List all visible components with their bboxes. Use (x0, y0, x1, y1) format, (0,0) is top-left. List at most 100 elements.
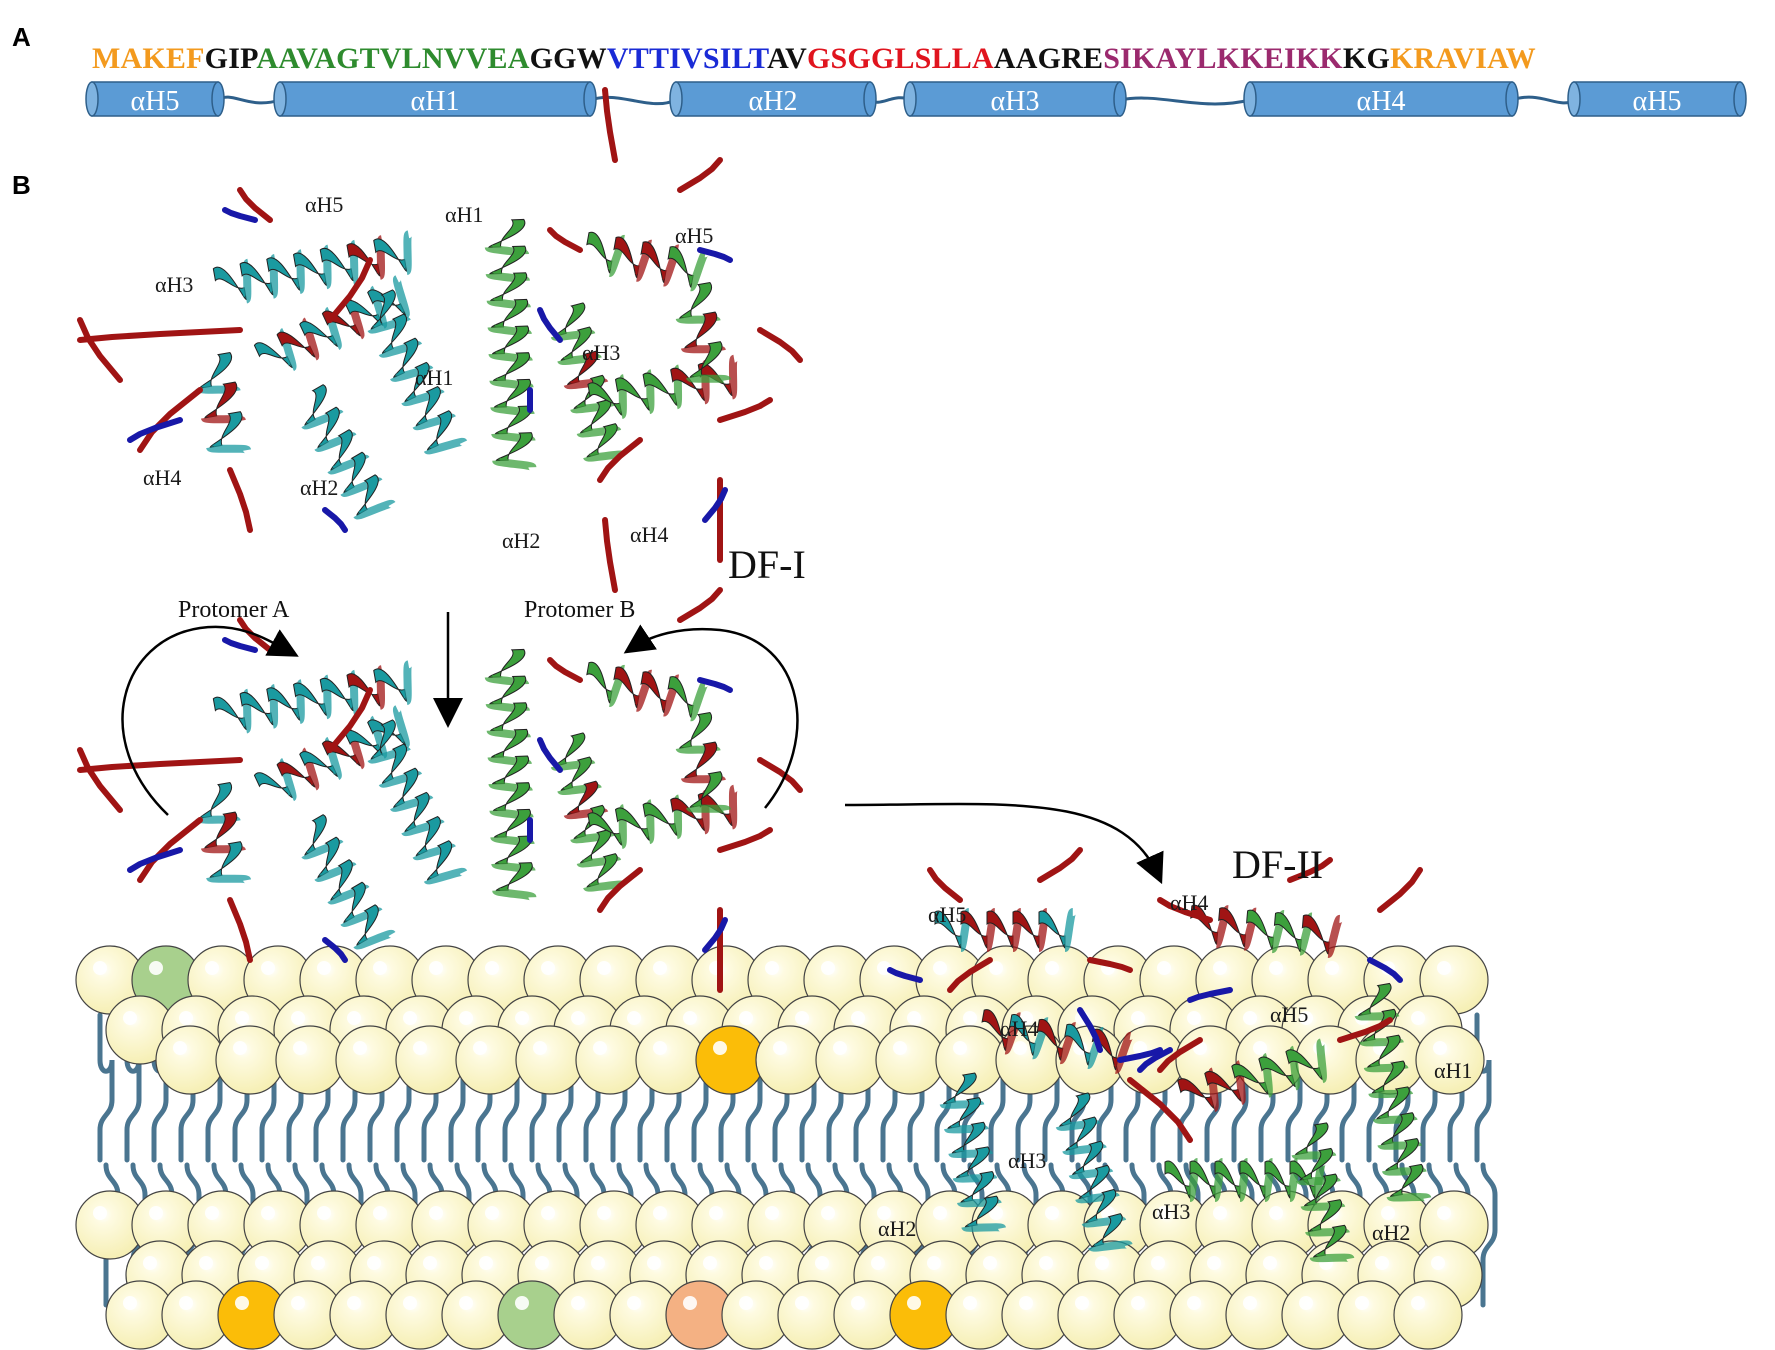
lipid-head (515, 1025, 585, 1095)
side-chain-stick (677, 587, 723, 623)
lipid-head (217, 1280, 287, 1350)
protomer-a-label: Protomer A (178, 597, 290, 623)
sequence-segment: KRAVIAW (1390, 42, 1536, 75)
label-df2-green-h4: αH4 (1170, 890, 1208, 915)
lipid-head (395, 1025, 465, 1095)
side-chain-stick (697, 247, 733, 263)
side-chain-stick (77, 757, 243, 773)
side-chain-stick (237, 187, 273, 223)
lipid-head (1393, 1280, 1463, 1350)
side-chain-stick (77, 317, 123, 383)
helix-ribbon (212, 660, 413, 734)
label-df2-green-h2: αH2 (1372, 1220, 1410, 1245)
lipid-head (105, 1280, 175, 1350)
helix-ribbon (300, 814, 396, 950)
side-chain-stick (677, 157, 723, 193)
helix-ribbon (586, 232, 710, 292)
helix-ribbon (587, 354, 739, 420)
side-chain-stick (77, 327, 243, 343)
label-a-h5: αH5 (305, 192, 343, 217)
lipid-heads-upper-leaflet (75, 945, 1489, 1095)
sequence-segment: AAGRE (993, 42, 1104, 75)
lipid-head (691, 1190, 761, 1260)
df2-cyan-protomer (887, 847, 1193, 1252)
lipid-head (695, 1025, 765, 1095)
protomer-a-cartoon (77, 187, 468, 533)
helix-ribbon (1354, 982, 1432, 1203)
lipid-head (889, 1280, 959, 1350)
side-chain-stick (1287, 857, 1333, 883)
panel-label-a: A (12, 22, 31, 52)
lipid-head (275, 1025, 345, 1095)
side-chain-stick (702, 487, 728, 523)
lipid-head (575, 1025, 645, 1095)
helix-ribbon (367, 719, 468, 885)
side-chain-stick (537, 307, 563, 343)
side-chain-stick (327, 687, 373, 753)
side-chain-stick (927, 867, 963, 903)
lipid-head (1001, 1280, 1071, 1350)
label-b-h5: αH5 (675, 223, 713, 248)
side-chain-stick (327, 257, 373, 323)
label-df2-cyan-h4: αH4 (1000, 1016, 1038, 1041)
helix-label: αH4 (1357, 86, 1406, 117)
helix-ribbon (939, 1072, 1007, 1233)
helix-ribbon (934, 908, 1077, 952)
helix-ribbon (586, 662, 710, 722)
lipid-head (1337, 1280, 1407, 1350)
side-chain-stick (537, 737, 563, 773)
lipid-head (1195, 1190, 1265, 1260)
lipid-head (1113, 1280, 1183, 1350)
side-chain-stick (597, 867, 643, 913)
df2-green-protomer (1137, 857, 1432, 1263)
side-chain-stick (1087, 957, 1133, 973)
lipid-head (665, 1280, 735, 1350)
state-df1: DF-I (728, 542, 806, 587)
lipid-head (441, 1280, 511, 1350)
state-df2: DF-II (1232, 842, 1323, 887)
arrow-rotate-a (121, 625, 299, 816)
side-chain-stick (322, 507, 348, 533)
lipid-head (1415, 1025, 1485, 1095)
lipid-head (75, 1190, 145, 1260)
helix-cylinder: αH4 (1243, 81, 1519, 117)
lipid-head (815, 1025, 885, 1095)
label-b-h3: αH3 (582, 340, 620, 365)
lipid-head (455, 1025, 525, 1095)
helix-ribbon (1177, 1038, 1327, 1113)
sequence-segment: VTTIVSILT (606, 42, 768, 75)
helix-label: αH1 (411, 86, 460, 117)
lipid-head (1057, 1280, 1127, 1350)
side-chain-stick (1367, 957, 1403, 983)
label-df2-green-h1: αH1 (1434, 1058, 1472, 1083)
helix-ribbon (484, 648, 537, 902)
side-chain-stick (1157, 1037, 1203, 1073)
side-chain-stick (1077, 1007, 1103, 1053)
side-chain-stick (127, 417, 183, 443)
label-b-h1: αH1 (445, 202, 483, 227)
lipid-head (755, 1025, 825, 1095)
lipid-head (875, 1025, 945, 1095)
side-chain-stick (1137, 1047, 1173, 1073)
side-chain-stick (597, 437, 643, 483)
side-chain-stick (137, 387, 203, 453)
panel-label-b: B (12, 170, 31, 200)
side-chain-stick (1127, 1077, 1193, 1143)
lipid-head (155, 1025, 225, 1095)
label-b-h4: αH4 (630, 522, 668, 547)
side-chain-stick (717, 397, 773, 423)
label-a-h1: αH1 (415, 365, 453, 390)
helix-ribbon (1291, 1122, 1355, 1263)
lipid-head (523, 1190, 593, 1260)
lipid-heads-lower-leaflet (75, 1190, 1489, 1350)
helix-ribbon (675, 282, 732, 385)
protomer-b-cartoon (484, 87, 803, 563)
label-a-h4: αH4 (143, 465, 181, 490)
side-chain-stick (227, 897, 253, 963)
label-df2-cyan-h5: αH5 (928, 902, 966, 927)
structure-labels: αH5 αH3 αH1 αH4 αH2 αH1 αH5 αH3 αH2 αH4 … (143, 192, 1472, 1245)
side-chain-stick (697, 677, 733, 693)
helix-ribbon (981, 1009, 1135, 1074)
helix-label: αH5 (1633, 86, 1682, 117)
